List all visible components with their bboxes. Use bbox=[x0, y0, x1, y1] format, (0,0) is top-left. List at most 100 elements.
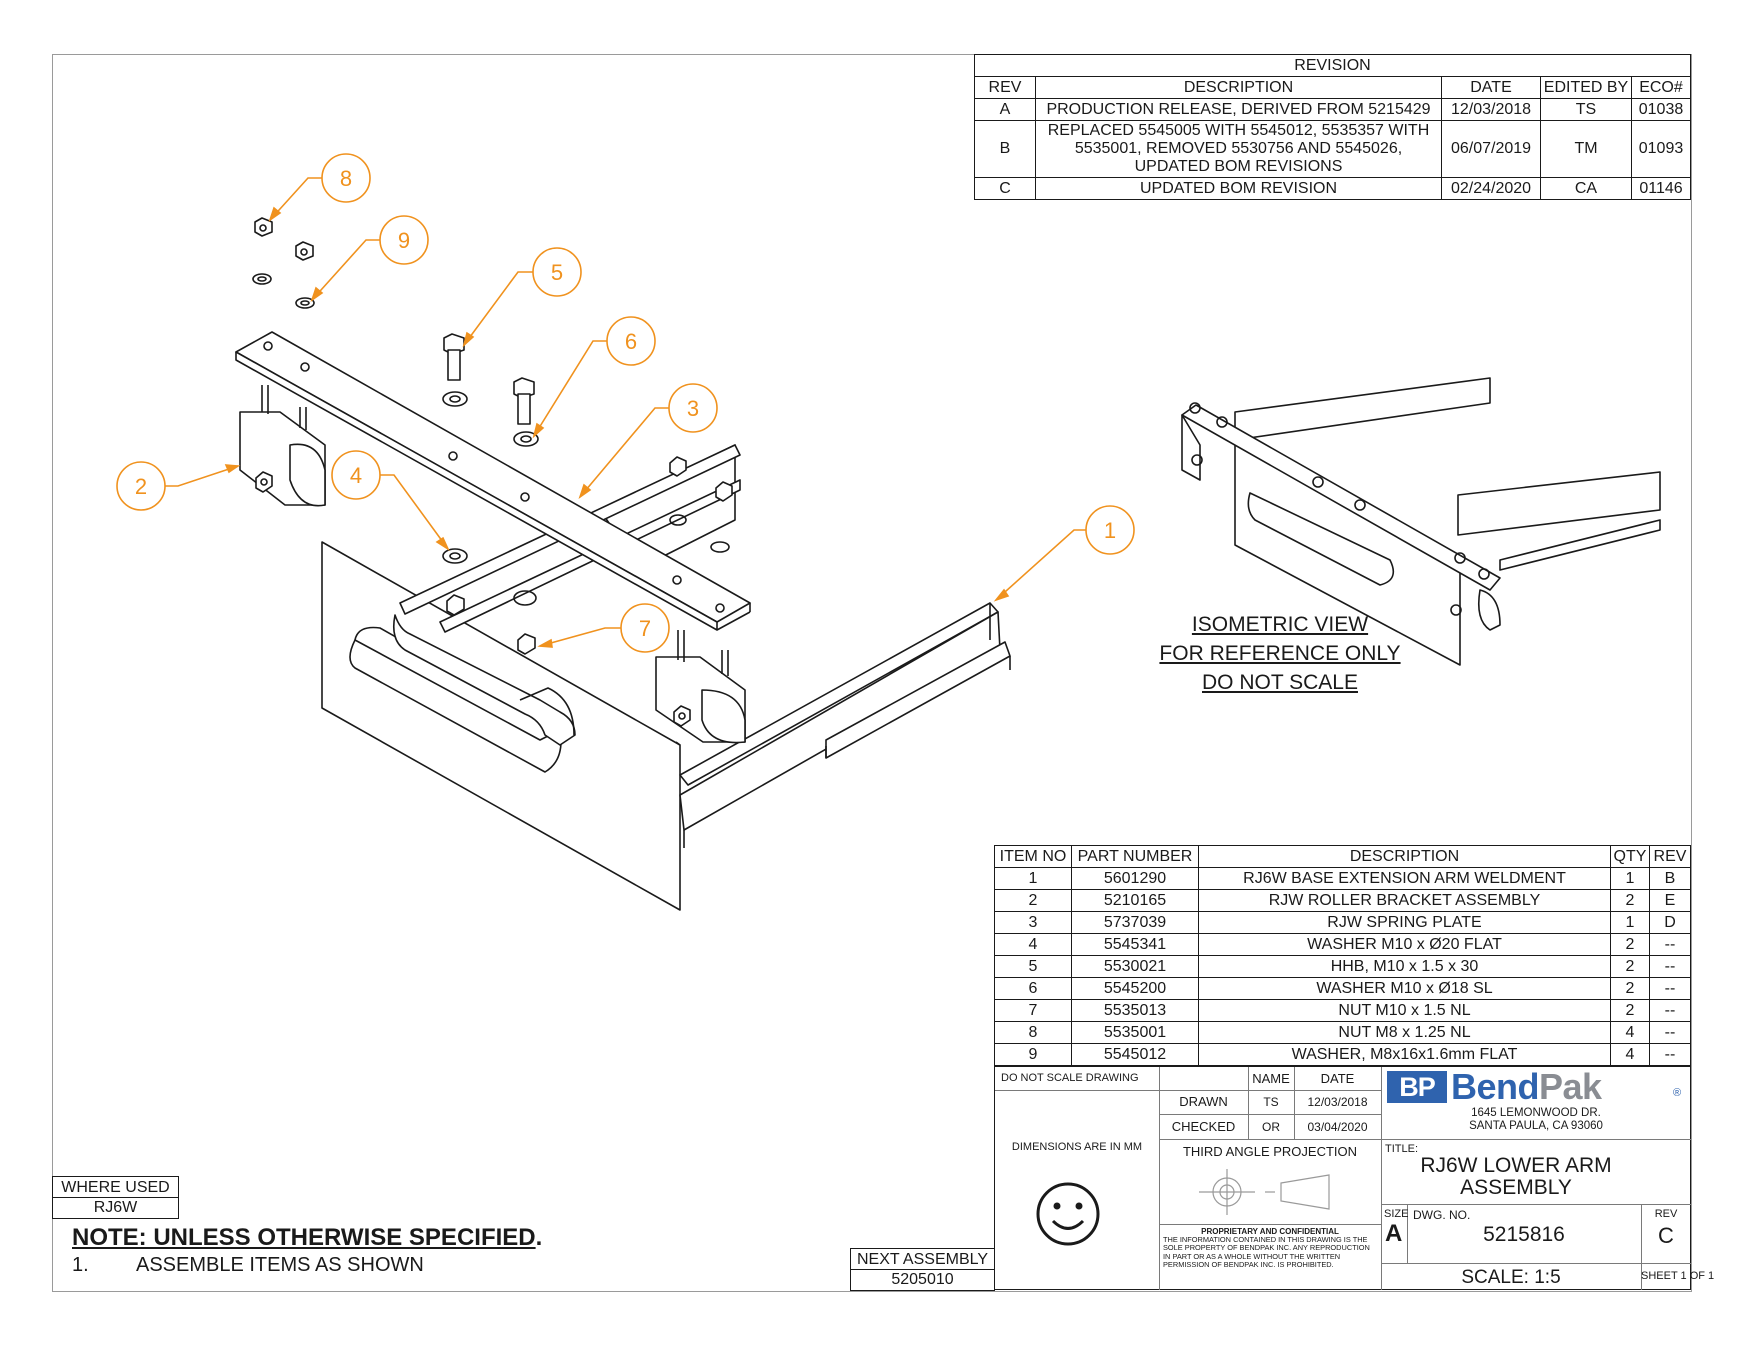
bendpak-logo: BP BendPak ® bbox=[1387, 1067, 1687, 1107]
eco-col-header: ECO# bbox=[1631, 76, 1691, 99]
notes-heading-text: NOTE: UNLESS OTHERWISE SPECIFIED bbox=[72, 1224, 536, 1251]
revision-row: A PRODUCTION RELEASE, DERIVED FROM 52154… bbox=[974, 98, 1691, 121]
description-cell: WASHER M10 x Ø18 SL bbox=[1198, 977, 1611, 1000]
checked-date: 03/04/2020 bbox=[1307, 1120, 1368, 1134]
drawn-label: DRAWN bbox=[1179, 1094, 1228, 1109]
rev-cell: B bbox=[1649, 867, 1691, 890]
part-number-cell: 5545341 bbox=[1071, 933, 1199, 956]
scale-label: SCALE: 1:5 bbox=[1461, 1267, 1561, 1288]
item-no-cell: 6 bbox=[994, 977, 1072, 1000]
date-cell: 02/24/2020 bbox=[1441, 177, 1541, 200]
where-used-value: RJ6W bbox=[52, 1197, 179, 1219]
company-address: 1645 LEMONWOOD DR. SANTA PAULA, CA 93060 bbox=[1381, 1107, 1691, 1133]
title-block: DO NOT SCALE DRAWING NAME DATE DRAWN TS … bbox=[994, 1066, 1714, 1290]
isometric-view bbox=[1181, 377, 1661, 666]
balloon-label-7: 7 bbox=[639, 616, 651, 641]
drawing-title: RJ6W LOWER ARM ASSEMBLY bbox=[1381, 1155, 1651, 1199]
balloon-8 bbox=[268, 153, 371, 223]
description-cell: RJW ROLLER BRACKET ASSEMBLY bbox=[1198, 889, 1611, 912]
rev-cell: -- bbox=[1649, 977, 1691, 1000]
balloon-label-8: 8 bbox=[340, 166, 352, 191]
description-cell: NUT M10 x 1.5 NL bbox=[1198, 999, 1611, 1022]
qty-cell: 2 bbox=[1610, 955, 1650, 978]
date-cell: 12/03/2018 bbox=[1441, 98, 1541, 121]
proprietary-title: PROPRIETARY AND CONFIDENTIAL bbox=[1201, 1227, 1339, 1236]
bom-header-row: ITEM NO PART NUMBER DESCRIPTION QTY REV bbox=[994, 845, 1691, 868]
item-no-cell: 3 bbox=[994, 911, 1072, 934]
balloon-label-1: 1 bbox=[1104, 518, 1116, 543]
item-no-cell: 8 bbox=[994, 1021, 1072, 1044]
balloon-callouts bbox=[116, 153, 1135, 653]
item-no-cell: 2 bbox=[994, 889, 1072, 912]
date-cell: 06/07/2019 bbox=[1441, 120, 1541, 178]
item-no-cell: 1 bbox=[994, 867, 1072, 890]
base-nuts bbox=[446, 456, 733, 655]
drawing-sheet-border bbox=[52, 54, 1692, 1292]
item-no-cell: 7 bbox=[994, 999, 1072, 1022]
description-cell: RJW SPRING PLATE bbox=[1198, 911, 1611, 934]
qty-cell: 2 bbox=[1610, 933, 1650, 956]
drawing-number: 5215816 bbox=[1483, 1223, 1565, 1246]
revision-header-row: REV DESCRIPTION DATE EDITED BY ECO# bbox=[974, 76, 1691, 99]
logo-registered: ® bbox=[1673, 1087, 1682, 1099]
description-cell: RJ6W BASE EXTENSION ARM WELDMENT bbox=[1198, 867, 1611, 890]
third-angle-symbol-icon bbox=[1189, 1167, 1339, 1220]
title-label: TITLE: bbox=[1385, 1143, 1419, 1155]
rev-cell: -- bbox=[1649, 1021, 1691, 1044]
revision-title: REVISION bbox=[974, 54, 1691, 77]
note-item: 1.ASSEMBLE ITEMS AS SHOWN bbox=[72, 1254, 424, 1277]
dimensions-note: DIMENSIONS ARE IN MM bbox=[1011, 1141, 1143, 1153]
roller-bracket-left bbox=[239, 385, 326, 507]
roller-bracket-right bbox=[655, 630, 746, 744]
balloon-7 bbox=[537, 603, 670, 653]
smiley-icon bbox=[1035, 1181, 1101, 1250]
part-number-cell: 5535001 bbox=[1071, 1021, 1199, 1044]
iso-line-1: ISOMETRIC VIEW bbox=[1191, 613, 1369, 636]
description-cell: NUT M8 x 1.25 NL bbox=[1198, 1021, 1611, 1044]
part-number-cell: 5737039 bbox=[1071, 911, 1199, 934]
date-header: DATE bbox=[1320, 1071, 1355, 1086]
qty-cell: 1 bbox=[1610, 911, 1650, 934]
description-cell: WASHER M10 x Ø20 FLAT bbox=[1198, 933, 1611, 956]
part-number-cell: 5210165 bbox=[1071, 889, 1199, 912]
balloon-label-4: 4 bbox=[350, 463, 362, 488]
size-value: A bbox=[1385, 1220, 1403, 1247]
iso-line-3: DO NOT SCALE bbox=[1202, 671, 1358, 694]
name-header: NAME bbox=[1252, 1071, 1290, 1086]
rev-cell: -- bbox=[1649, 933, 1691, 956]
bill-of-materials: ITEM NO PART NUMBER DESCRIPTION QTY REV … bbox=[994, 845, 1691, 1066]
do-not-scale-label: DO NOT SCALE DRAWING bbox=[1001, 1072, 1139, 1084]
item-no-cell: 4 bbox=[994, 933, 1072, 956]
balloon-9 bbox=[310, 215, 429, 303]
rev-value: C bbox=[1658, 1223, 1674, 1248]
part-number-cell: 5545012 bbox=[1071, 1043, 1199, 1066]
eco-cell: 01146 bbox=[1631, 177, 1691, 200]
date-col-header: DATE bbox=[1441, 76, 1541, 99]
eco-cell: 01038 bbox=[1631, 98, 1691, 121]
proprietary-text: THE INFORMATION CONTAINED IN THIS DRAWIN… bbox=[1163, 1235, 1370, 1270]
front-handle bbox=[349, 614, 576, 773]
qty-header: QTY bbox=[1610, 845, 1650, 868]
rev-cell: C bbox=[974, 177, 1036, 200]
revision-row: B REPLACED 5545005 WITH 5545012, 5535357… bbox=[974, 120, 1691, 178]
part-number-header: PART NUMBER bbox=[1071, 845, 1199, 868]
balloon-4 bbox=[331, 450, 450, 552]
description-header: DESCRIPTION bbox=[1198, 845, 1611, 868]
revision-table: REVISION REV DESCRIPTION DATE EDITED BY … bbox=[974, 54, 1691, 200]
qty-cell: 1 bbox=[1610, 867, 1650, 890]
balloon-label-3: 3 bbox=[687, 396, 699, 421]
qty-cell: 4 bbox=[1610, 1043, 1650, 1066]
rev-col-header: REV bbox=[974, 76, 1036, 99]
note-item-number: 1. bbox=[72, 1254, 89, 1276]
revision-row: C UPDATED BOM REVISION 02/24/2020 CA 011… bbox=[974, 177, 1691, 200]
small-nuts bbox=[254, 217, 314, 261]
notes-heading: NOTE: UNLESS OTHERWISE SPECIFIED. bbox=[72, 1224, 542, 1252]
rev-cell: B bbox=[974, 120, 1036, 178]
balloon-label-2: 2 bbox=[135, 474, 147, 499]
drawn-date: 12/03/2018 bbox=[1307, 1095, 1368, 1109]
rev-cell: -- bbox=[1649, 999, 1691, 1022]
